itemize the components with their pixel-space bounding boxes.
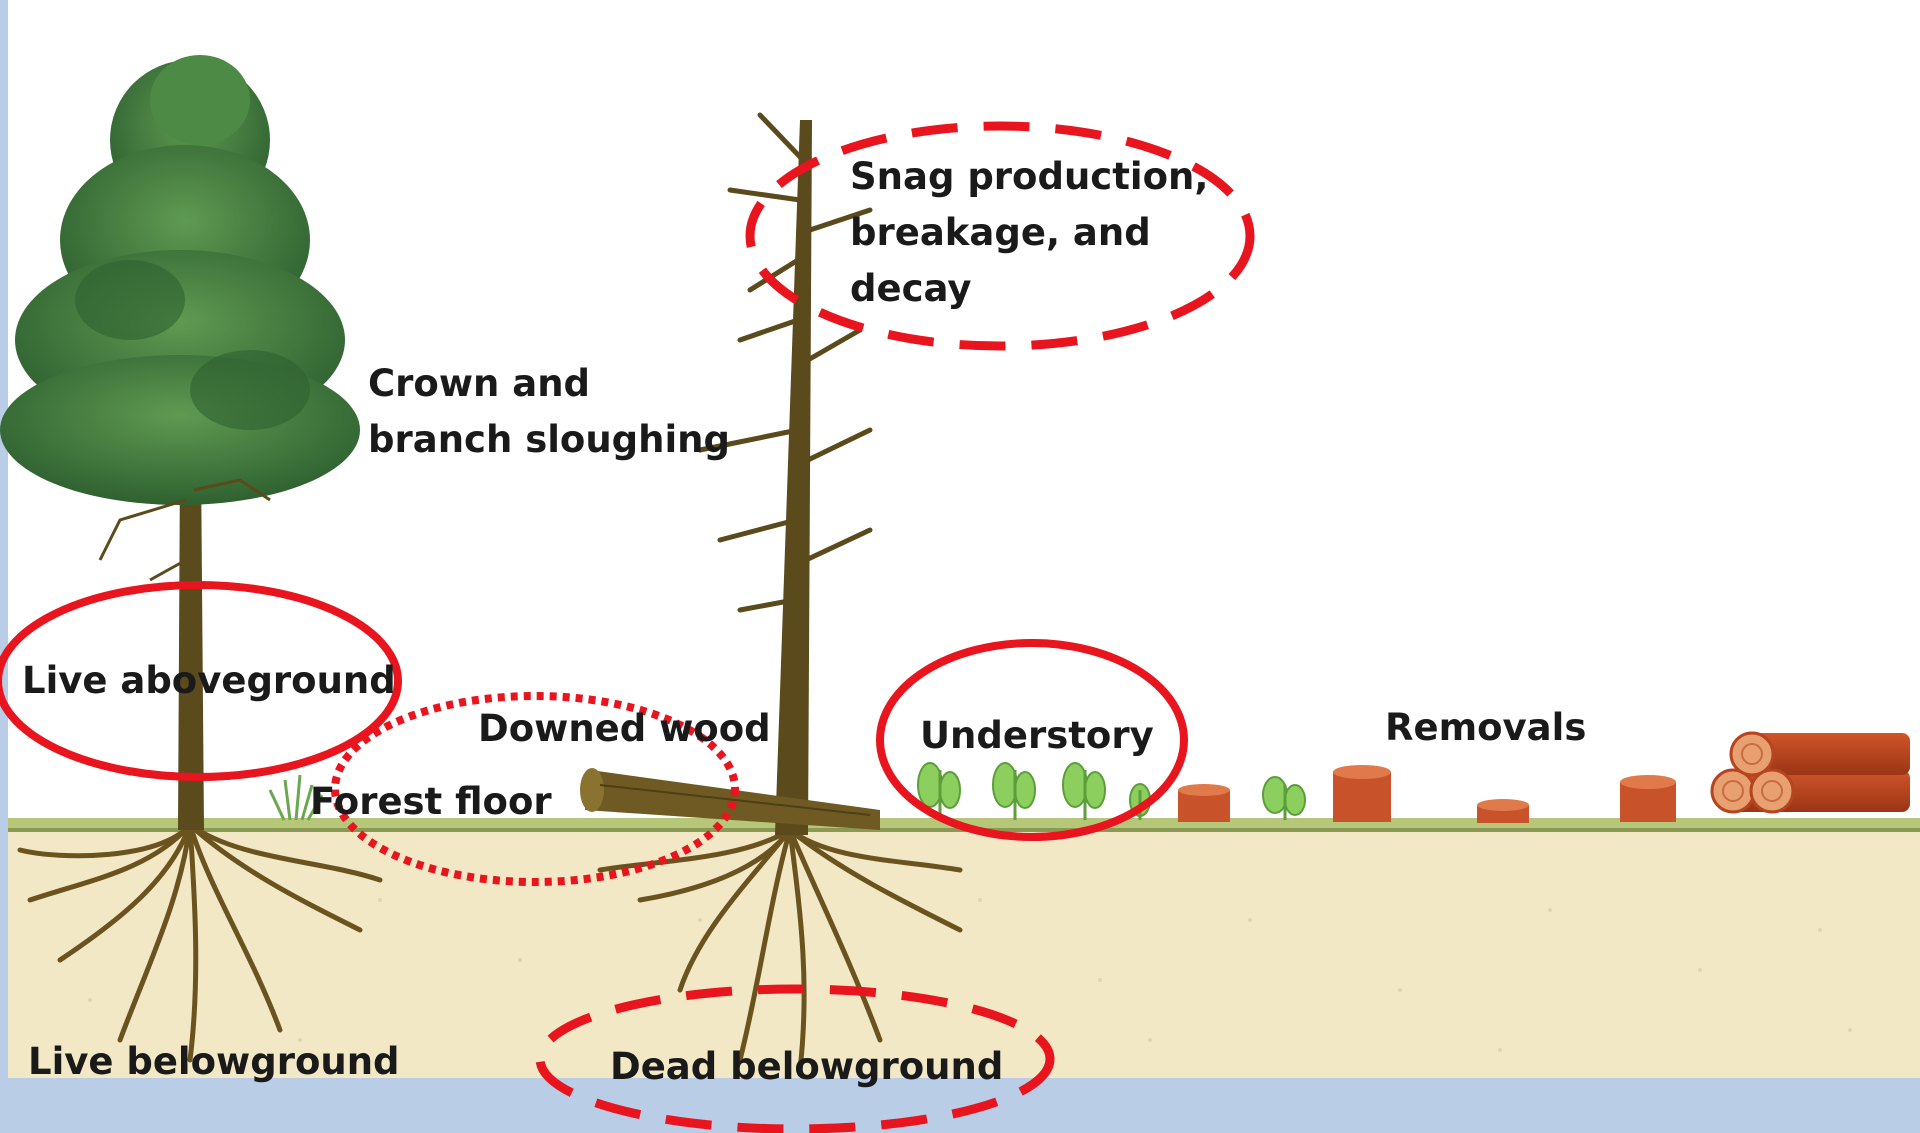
dead-belowground-label: Dead belowground <box>610 1039 1003 1095</box>
downed-wood-label: Downed wood <box>478 701 771 757</box>
snag-label-line-2: breakage, and <box>850 205 1208 261</box>
understory-seedlings <box>918 763 1305 820</box>
crown-label: Crown and branch sloughing <box>368 356 730 468</box>
live-tree-crown <box>0 55 360 505</box>
snag-label-line-1: Snag production, <box>850 149 1208 205</box>
snag-label-line-3: decay <box>850 261 1208 317</box>
crown-label-line-2: branch sloughing <box>368 412 730 468</box>
understory-label: Understory <box>920 708 1154 764</box>
removal-stumps <box>1178 765 1676 823</box>
removals-label: Removals <box>1385 700 1586 756</box>
left-margin-band <box>0 0 8 1133</box>
removal-log-pile <box>1712 733 1910 812</box>
forest-floor-label: Forest floor <box>310 774 552 830</box>
live-aboveground-label: Live aboveground <box>22 653 396 709</box>
live-belowground-label: Live belowground <box>28 1034 400 1090</box>
crown-label-line-1: Crown and <box>368 356 730 412</box>
snag-label: Snag production, breakage, and decay <box>850 149 1208 317</box>
snag-trunk <box>775 120 812 835</box>
